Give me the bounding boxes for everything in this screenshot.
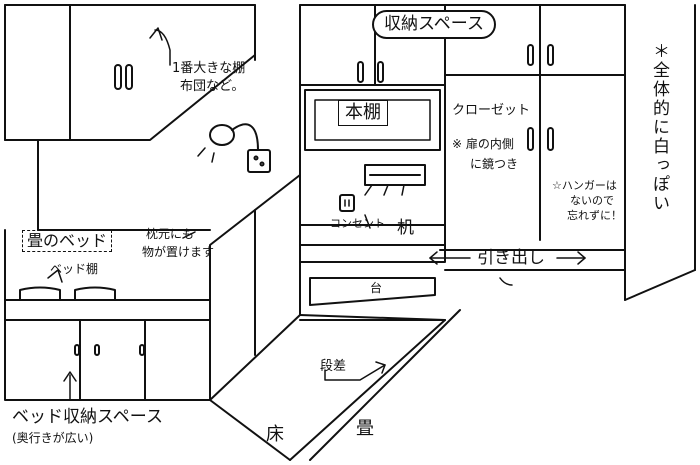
futon-label: 布団など。	[180, 79, 245, 94]
bed-shelf-label: ベッド棚	[50, 262, 99, 276]
arrow-head	[429, 251, 438, 265]
upper-left-cabinet	[4, 4, 256, 141]
outlet-label: コンセント	[330, 217, 385, 230]
drawer-label: 引き出し	[477, 248, 545, 268]
wall-outlet	[339, 194, 355, 212]
tatami-bed-label: 畳のベッド	[22, 230, 113, 252]
arrow-line	[324, 364, 386, 381]
closet-label: クローゼット	[452, 103, 531, 118]
biggest-shelf-label: 1番大きな棚	[172, 61, 246, 76]
tatami-label: 畳	[356, 418, 374, 439]
floor-lines	[209, 309, 461, 461]
arrow-head	[577, 251, 586, 265]
arrow-head	[375, 361, 386, 374]
arrow-line	[364, 214, 371, 229]
bookshelf-frame	[304, 89, 441, 151]
hanger-note-line3: 忘れずに！	[567, 209, 622, 222]
partition-wall	[209, 174, 301, 401]
arrow-line	[182, 231, 196, 239]
air-conditioner	[364, 164, 426, 196]
arrow-head	[47, 269, 63, 283]
mirror-note-line2: に鏡つき	[470, 157, 519, 171]
pillow-note-line1: 枕元にも	[146, 227, 195, 241]
desk	[299, 224, 626, 321]
pillow-note-line2: 物が置けます	[142, 245, 215, 259]
stand-label: 台	[370, 281, 383, 295]
bed-storage-label: ベッド収納スペース	[12, 407, 163, 427]
desk-label: 机	[397, 218, 414, 238]
arrow-line	[154, 29, 171, 66]
hanger-note-line1: ☆ハンガーは	[552, 179, 617, 192]
floor-label: 床	[266, 424, 284, 445]
whole-room-note: ＊全体的に白っぽい	[649, 42, 669, 213]
right-wall	[624, 4, 696, 301]
storage-space-label: 収納スペース	[372, 10, 496, 39]
step-label: 段差	[320, 359, 347, 374]
arrow-head	[149, 27, 163, 41]
bed-storage-note: (奥行きが広い)	[12, 431, 94, 445]
mirror-note-line1: ※ 扉の内側	[452, 137, 514, 151]
arrow-head	[63, 371, 77, 382]
hanger-note-line2: ないので	[570, 194, 614, 207]
arrow-line	[499, 277, 513, 286]
bookshelf-label: 本棚	[338, 100, 388, 126]
desk-lamp	[197, 123, 271, 173]
